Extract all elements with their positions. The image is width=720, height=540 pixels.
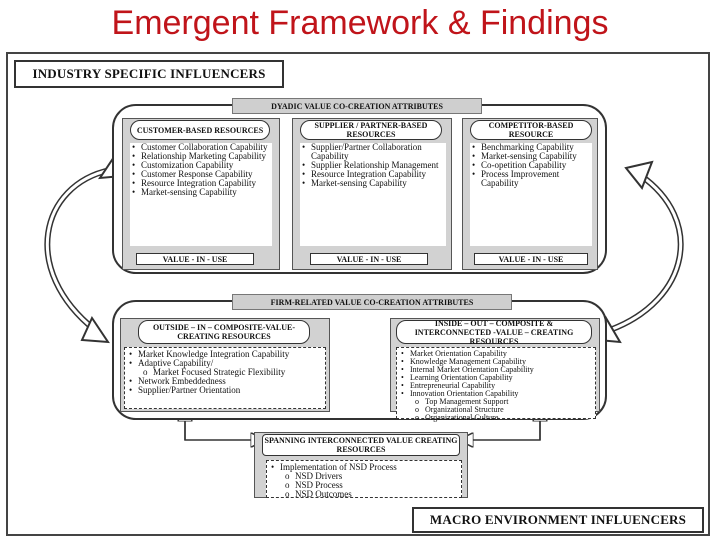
list-item: NSD Drivers [269,472,459,482]
list-item: Supplier Relationship Management [300,161,446,171]
list-item: Customer Collaboration Capability [130,143,272,153]
dyadic-header: DYADIC VALUE CO-CREATION ATTRIBUTES [232,98,482,114]
list-item: Market Orientation Capability [399,350,593,359]
competitor-column-header: COMPETITOR-BASED RESOURCE [470,120,592,140]
competitor-items: Benchmarking CapabilityMarket-sensing Ca… [470,143,592,246]
list-item: Market-sensing Capability [130,188,272,198]
outside-in-header: OUTSIDE – IN – COMPOSITE-VALUE-CREATING … [138,320,310,344]
list-item: Relationship Marketing Capability [130,152,272,162]
list-item: Entrepreneurial Capability [399,382,593,391]
list-item: Innovation Orientation Capability [399,390,593,399]
list-item: Internal Market Orientation Capability [399,366,593,375]
list-item: Market-sensing Capability [300,179,446,189]
list-item: Adaptive Capability/ [127,359,323,369]
list-item: Supplier/Partner Orientation [127,386,323,396]
list-item: Market Knowledge Integration Capability [127,350,323,360]
firm-header: FIRM-RELATED VALUE CO-CREATION ATTRIBUTE… [232,294,512,310]
list-item: Resource Integration Capability [130,179,272,189]
list-item: NSD Outcomes [269,490,459,500]
list-item: Organizational Culture [399,414,593,423]
inside-out-header: INSIDE – OUT – COMPOSITE & INTERCONNECTE… [396,319,592,346]
customer-items: Customer Collaboration CapabilityRelatio… [130,143,272,246]
list-item: Top Management Support [399,398,593,407]
list-item: Knowledge Management Capability [399,358,593,367]
spanning-header: SPANNING INTERCONNECTED VALUE CREATING R… [262,434,460,456]
inside-out-items: Market Orientation CapabilityKnowledge M… [396,347,596,423]
list-item: Learning Orientation Capability [399,374,593,383]
supplier-column-header: SUPPLIER / PARTNER-BASED RESOURCES [300,120,442,140]
spanning-items: Implementation of NSD ProcessNSD Drivers… [266,460,462,500]
list-item: Organizational Structure [399,406,593,415]
list-item: NSD Process [269,481,459,491]
list-item: Resource Integration Capability [300,170,446,180]
list-item: Co-opetition Capability [470,161,592,171]
list-item: Market Focused Strategic Flexibility [127,368,323,378]
macro-influencers-label: MACRO ENVIRONMENT INFLUENCERS [412,507,704,533]
slide-title: Emergent Framework & Findings [111,4,609,42]
outside-in-items: Market Knowledge Integration CapabilityA… [124,347,326,409]
customer-value-in-use: VALUE - IN - USE [136,253,254,265]
list-item: Implementation of NSD Process [269,463,459,473]
list-item: Supplier/Partner Collaboration Capabilit… [300,143,446,161]
diagram-frame [6,52,710,536]
industry-influencers-label: INDUSTRY SPECIFIC INFLUENCERS [14,60,284,88]
list-item: Benchmarking Capability [470,143,592,153]
customer-column-header: CUSTOMER-BASED RESOURCES [130,120,270,140]
list-item: Customer Response Capability [130,170,272,180]
list-item: Market-sensing Capability [470,152,592,162]
supplier-value-in-use: VALUE - IN - USE [310,253,428,265]
supplier-items: Supplier/Partner Collaboration Capabilit… [300,143,446,246]
list-item: Customization Capability [130,161,272,171]
list-item: Process Improvement Capability [470,170,592,188]
competitor-value-in-use: VALUE - IN - USE [474,253,588,265]
list-item: Network Embeddedness [127,377,323,387]
